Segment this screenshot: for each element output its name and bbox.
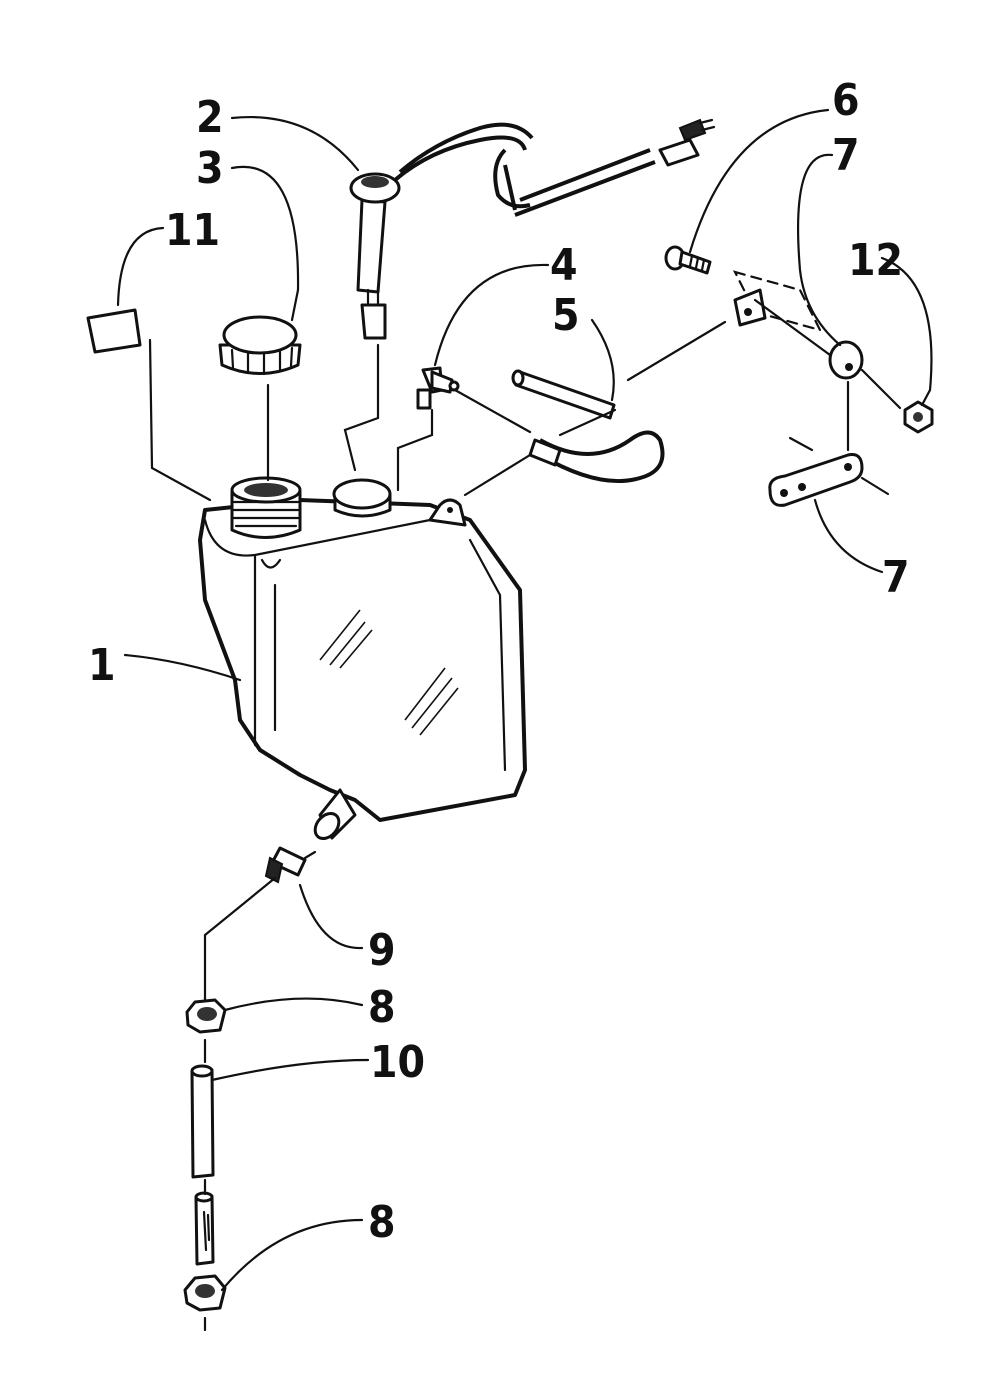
callout-4: 4 [550,240,578,291]
callout-7a: 7 [832,130,860,181]
callout-7b: 7 [882,552,910,603]
assembly-lines [148,298,902,1332]
callout-2: 2 [196,92,224,143]
decal-label [86,308,142,354]
tank-mount-ear [428,498,467,527]
mount-bracket-dashed [732,270,823,332]
tank-filler-neck [230,476,302,539]
callout-8a: 8 [368,982,396,1033]
callout-11: 11 [165,205,220,256]
leader-lines [116,108,933,1292]
vent-hose [511,369,665,484]
callout-6: 6 [832,75,860,126]
callout-12: 12 [848,235,903,286]
callout-9: 9 [368,925,396,976]
callout-1: 1 [88,640,116,691]
washer [828,340,864,380]
mount-bolt [664,245,712,275]
hose-clamp-lower [183,1274,227,1312]
tank-outlet-spigot [313,788,357,841]
oil-tank [198,476,527,841]
fuel-tube [190,1064,215,1266]
callout-10: 10 [370,1037,425,1088]
callout-3: 3 [196,143,224,194]
hose-clamp-upper [185,998,227,1034]
filler-cap [218,315,302,376]
lock-nut [903,400,934,434]
tank-sender-boss [332,478,392,518]
oil-level-sensor [349,118,716,340]
callout-8b: 8 [368,1197,396,1248]
callout-labels: 1 2 3 4 5 6 7 7 8 8 9 10 11 12 [88,75,910,1248]
tank-glare-hatching [319,609,459,736]
outlet-fitting [264,846,317,884]
mount-strap [768,453,864,507]
elbow-fitting [416,366,460,410]
callout-5: 5 [552,290,580,341]
